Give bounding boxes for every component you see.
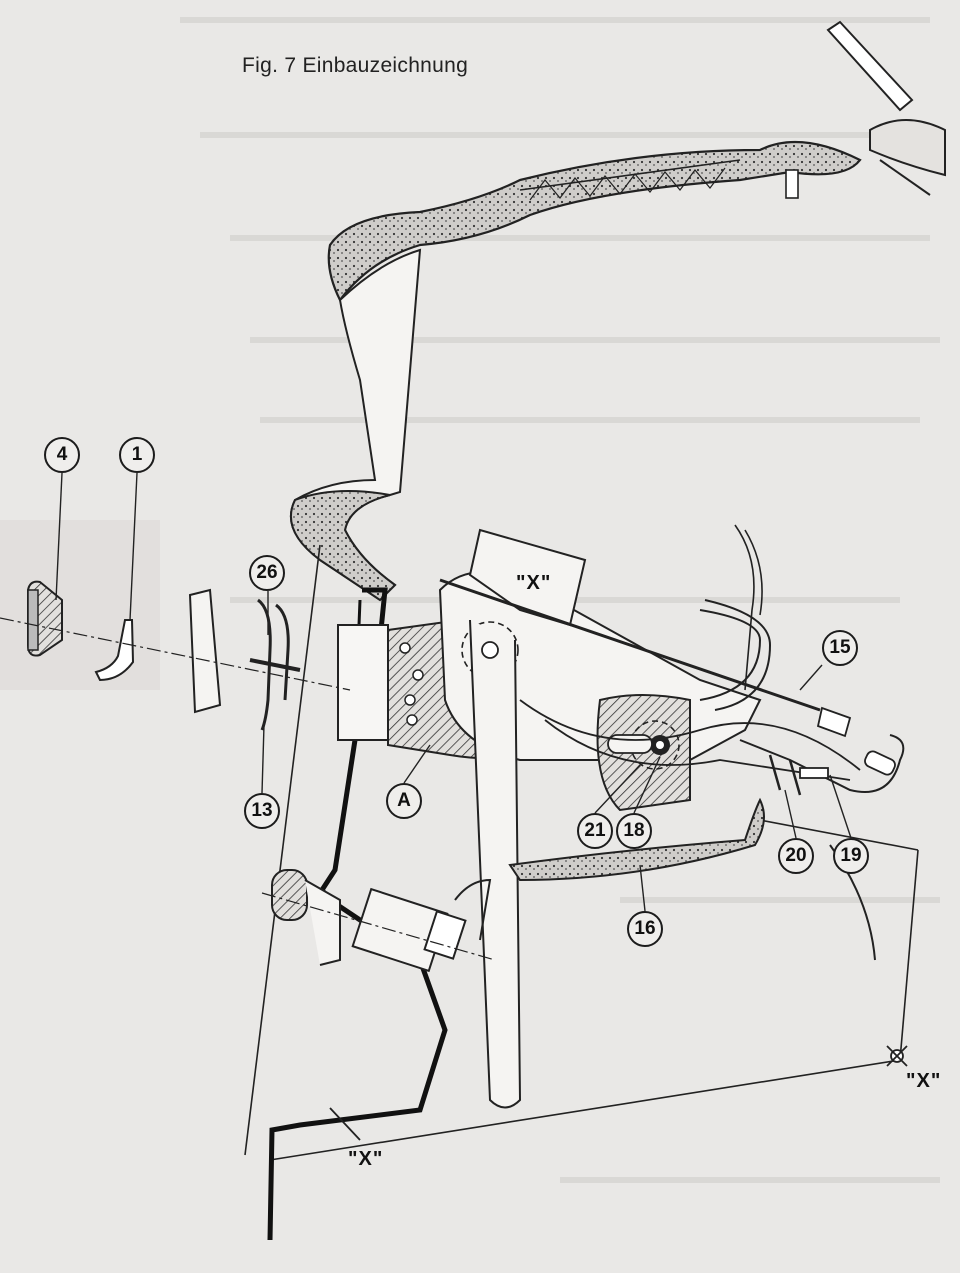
callout-16: 16 <box>627 911 663 947</box>
upper-knob-assembly <box>0 580 351 731</box>
reference-label-x-right: "X" <box>906 1070 942 1092</box>
callout-13: 13 <box>244 793 280 829</box>
callout-1: 1 <box>119 437 155 473</box>
steering-column <box>469 619 522 1109</box>
foam-strip <box>508 797 765 882</box>
callout-4: 4 <box>44 437 80 473</box>
figure-title: Fig. 7 Einbauzeichnung <box>242 54 469 77</box>
frame-outline <box>244 524 919 1161</box>
cable-plug <box>816 706 852 738</box>
reference-points <box>329 641 908 1141</box>
dashboard-panel <box>290 248 422 602</box>
callout-15: 15 <box>822 630 858 666</box>
callout-A: A <box>386 783 422 819</box>
reference-label-x-top: "X" <box>516 572 552 594</box>
callout-21: 21 <box>577 813 613 849</box>
reference-label-x-bottom: "X" <box>348 1148 384 1170</box>
dashboard-padding <box>327 140 862 303</box>
cable-connector <box>768 750 896 796</box>
callout-19: 19 <box>833 838 869 874</box>
callout-20: 20 <box>778 838 814 874</box>
lower-switch-assembly <box>261 869 496 973</box>
control-cable <box>439 578 905 961</box>
callout-18: 18 <box>616 813 652 849</box>
callout-26: 26 <box>249 555 285 591</box>
callout-leaders <box>55 472 852 912</box>
windshield-edge <box>826 20 946 196</box>
